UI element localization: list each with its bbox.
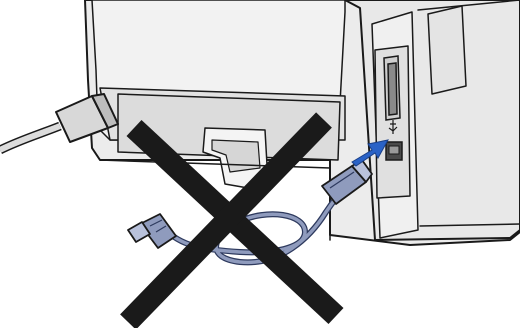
printer-side-window bbox=[428, 6, 466, 94]
power-cord-cable-fill bbox=[0, 126, 60, 150]
usb-a-plug-icon bbox=[128, 214, 176, 248]
parallel-port-icon bbox=[384, 56, 400, 120]
printer bbox=[85, 0, 520, 245]
usb-port-icon bbox=[386, 142, 402, 160]
